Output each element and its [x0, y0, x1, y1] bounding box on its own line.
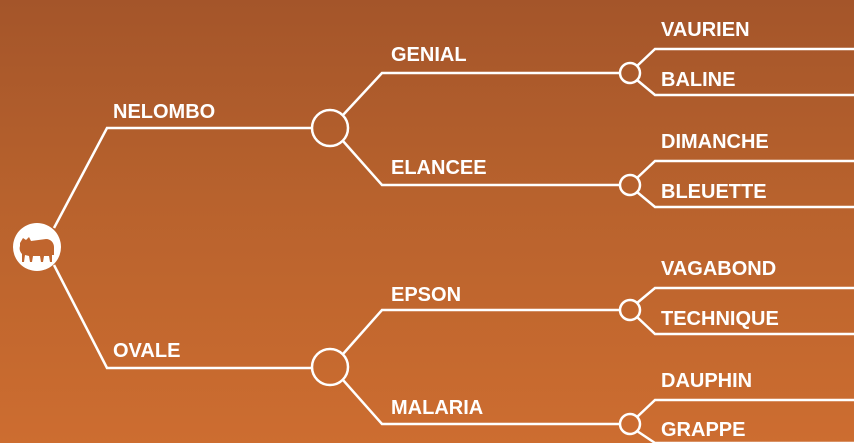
connector-elancee-bleuette [636, 191, 854, 209]
node-malaria [618, 412, 642, 436]
sire-label: NELOMBO [113, 101, 216, 123]
node-genial [618, 61, 642, 85]
connector-nelombo-genial [342, 71, 620, 116]
connector-elancee-dimanche [636, 159, 854, 179]
paternal-granddam-label: ELANCEE [391, 157, 487, 179]
node-epson [618, 298, 642, 322]
connector-malaria-dauphin [636, 398, 854, 418]
ancestor-label: BALINE [661, 69, 736, 91]
connector-root-nelombo [52, 126, 312, 229]
paternal-grandsire-label: GENIAL [391, 44, 467, 66]
connector-ovale-malaria [342, 379, 620, 426]
ancestor-label: GRAPPE [661, 419, 746, 441]
connector-genial-vaurien [636, 47, 854, 67]
dam-label: OVALE [113, 340, 181, 362]
ancestor-label: DAUPHIN [661, 370, 753, 392]
bull-icon [13, 223, 61, 271]
connector-nelombo-elancee [342, 140, 620, 187]
ancestor-label: VAGABOND [661, 258, 777, 280]
maternal-granddam-label: MALARIA [391, 397, 484, 419]
connector-epson-vagabond [636, 286, 854, 304]
node-nelombo [310, 108, 350, 148]
ancestor-label: TECHNIQUE [661, 308, 779, 330]
ancestor-label: DIMANCHE [661, 131, 769, 153]
connector-ovale-epson [342, 308, 620, 355]
node-elancee [618, 173, 642, 197]
ancestor-label: VAURIEN [661, 19, 750, 41]
connector-root-ovale [52, 264, 312, 370]
connector-genial-baline [636, 79, 854, 97]
ancestor-label: BLEUETTE [661, 181, 767, 203]
node-ovale [310, 347, 350, 387]
maternal-grandsire-label: EPSON [391, 284, 462, 306]
connector-malaria-grappe [636, 429, 854, 443]
connector-epson-technique [636, 316, 854, 336]
